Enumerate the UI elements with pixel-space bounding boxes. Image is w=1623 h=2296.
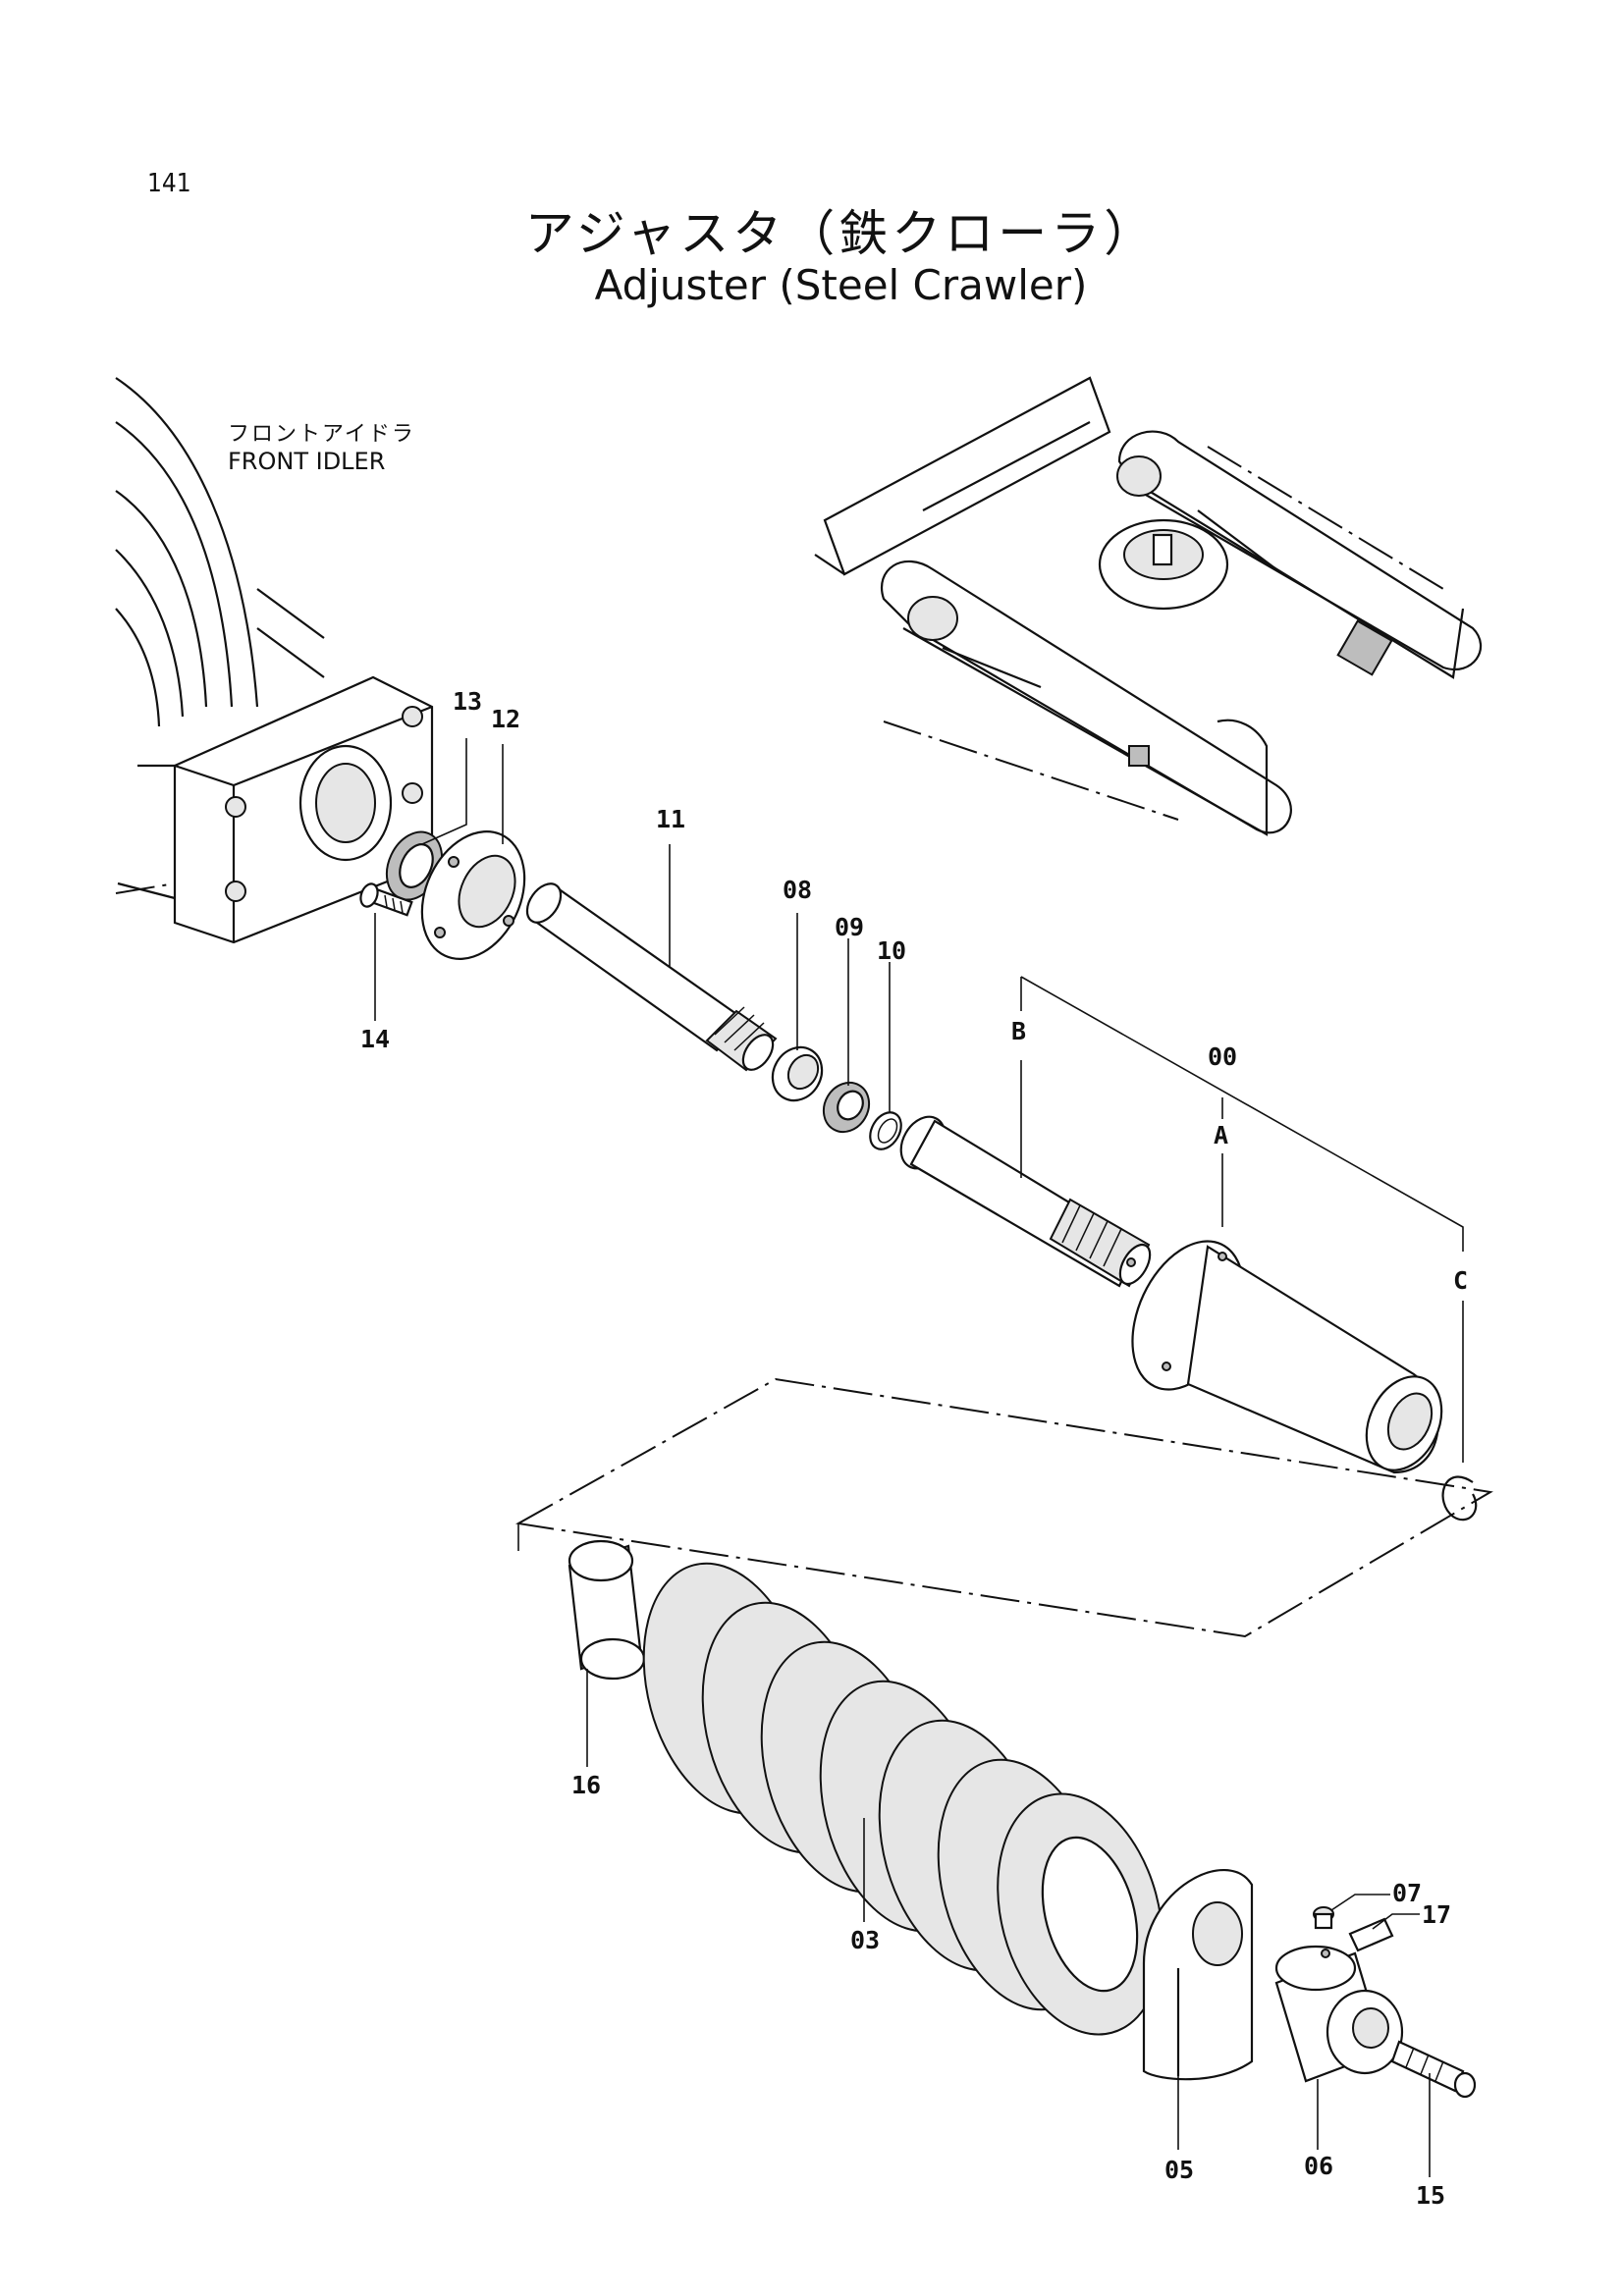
part-10-ring xyxy=(869,1111,902,1150)
assembly-00-bracket xyxy=(1020,976,1464,1463)
part-08-bushing xyxy=(771,1045,824,1102)
callout-15: 15 xyxy=(1416,2181,1446,2210)
part-06-body xyxy=(1274,1945,1404,2083)
callout-13: 13 xyxy=(453,687,483,716)
part-15-grease-fitting xyxy=(1390,2040,1477,2099)
part-12-flange xyxy=(420,830,526,960)
callout-07: 07 xyxy=(1392,1879,1423,1907)
page-number: 141 xyxy=(147,169,191,198)
front-idler-label-japanese: フロントアイドラ xyxy=(228,422,415,447)
part-b-piston xyxy=(899,1115,1152,1288)
callout-03: 03 xyxy=(850,1926,881,1954)
assembly-frame xyxy=(514,1377,1493,1638)
callout-09: 09 xyxy=(835,913,865,941)
part-11-rod xyxy=(525,882,778,1072)
title-english: Adjuster (Steel Crawler) xyxy=(594,261,1088,309)
callout-leader-lines xyxy=(374,738,1431,2177)
callout-16: 16 xyxy=(571,1771,602,1799)
machine-overview-drawing xyxy=(814,376,1483,836)
part-c-snap-ring xyxy=(1441,1475,1478,1522)
part-16-collar xyxy=(568,1539,646,1681)
callout-sub-c: C xyxy=(1453,1266,1469,1295)
part-09-packing xyxy=(822,1081,871,1134)
callout-17: 17 xyxy=(1422,1900,1452,1929)
callout-11: 11 xyxy=(656,805,686,833)
callout-08: 08 xyxy=(783,876,813,904)
part-17-plate xyxy=(1348,1917,1394,1952)
part-07-bolt xyxy=(1313,1906,1334,1930)
callout-14: 14 xyxy=(360,1025,391,1053)
part-a-cylinder xyxy=(1131,1240,1443,1474)
part-05-spring-seat xyxy=(1142,1868,1254,2081)
part-14-bolt xyxy=(359,882,413,917)
title-japanese: アジャスタ（鉄クローラ） xyxy=(524,205,1158,262)
callout-05: 05 xyxy=(1164,2156,1195,2184)
callout-sub-b: B xyxy=(1011,1017,1027,1045)
callout-12: 12 xyxy=(491,705,521,733)
front-idler-label-english: FRONT IDLER xyxy=(228,448,386,475)
front-idler-drawing xyxy=(115,377,434,944)
callout-00: 00 xyxy=(1208,1042,1238,1071)
callout-sub-a: A xyxy=(1214,1121,1229,1149)
callout-06: 06 xyxy=(1304,2152,1334,2180)
callout-10: 10 xyxy=(877,936,907,965)
part-03-spring xyxy=(642,1562,1163,2036)
